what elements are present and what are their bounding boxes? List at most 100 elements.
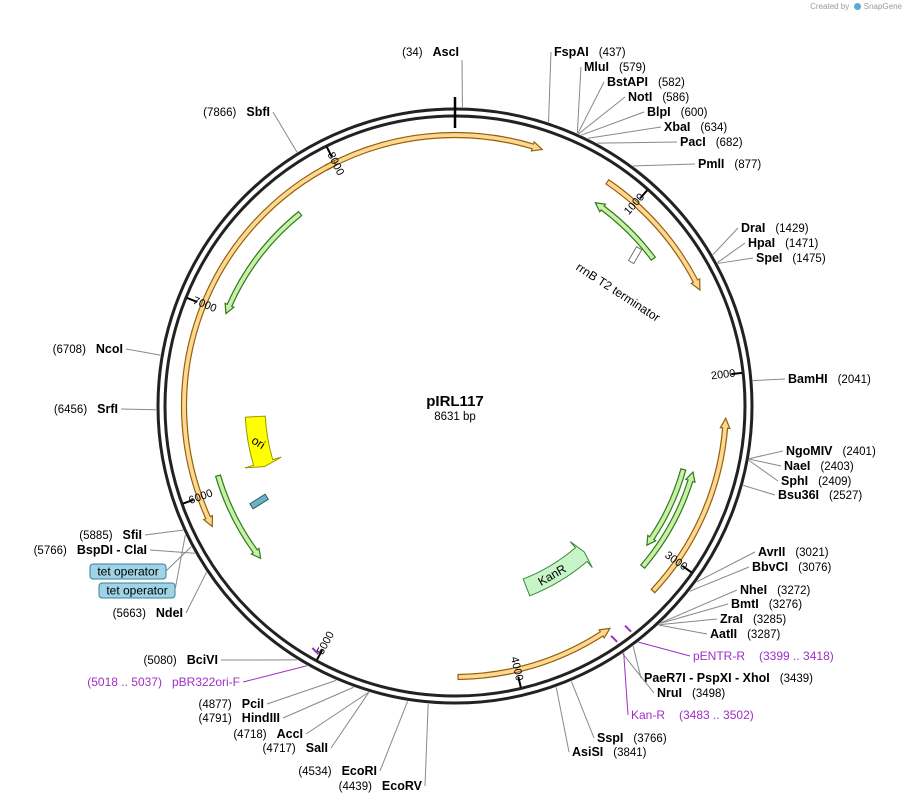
site-label: BstAPI (607, 75, 648, 89)
site-leader-line (581, 111, 645, 136)
site-label: BciVI (187, 653, 218, 667)
site-label: BspDI - ClaI (77, 543, 147, 557)
site-position: (5766) (34, 545, 67, 557)
site-position: (682) (716, 137, 743, 149)
primer-mark (610, 635, 618, 643)
site-label: EcoRV (382, 779, 423, 793)
primer-leader-line (623, 652, 629, 716)
site-leader-line (185, 572, 207, 614)
site-position: (3766) (633, 733, 666, 745)
site-leader-line (548, 51, 552, 123)
orf-arrow (324, 131, 544, 171)
site-label: MluI (584, 60, 609, 74)
site-label: ZraI (720, 612, 743, 626)
site-label: AvrII (758, 545, 785, 559)
site-label: BlpI (647, 105, 671, 119)
green-orf-arrow (646, 468, 687, 547)
site-label: PmlI (698, 157, 724, 171)
plasmid-length: 8631 bp (434, 411, 476, 423)
green-orf-arrow (639, 470, 696, 570)
tet-operator-label: tet operator (106, 584, 167, 598)
site-label: NotI (628, 90, 652, 104)
site-label: NgoMIV (786, 444, 833, 458)
primer-mark (624, 624, 632, 633)
site-position: (1475) (792, 253, 825, 265)
tet-operator-mark (249, 493, 269, 510)
snapgene-logo-icon (853, 3, 861, 10)
site-leader-line (120, 408, 157, 411)
site-leader-line (658, 618, 718, 626)
site-label: NruI (657, 686, 682, 700)
site-label: NcoI (96, 342, 123, 356)
site-leader-line (696, 551, 756, 583)
site-position: (3272) (777, 585, 810, 597)
site-leader-line (578, 96, 626, 135)
site-position: (3498) (692, 688, 725, 700)
primer-range: (3399 .. 3418) (759, 649, 834, 663)
operator-leader-line (165, 546, 192, 572)
primer-label: pENTR-R (693, 649, 745, 663)
tet-operator-badge (89, 563, 167, 580)
site-leader-line (424, 703, 429, 787)
site-position: (4717) (263, 743, 296, 755)
site-position: (586) (662, 92, 689, 104)
site-label: AsiSI (572, 745, 603, 759)
tick-mark (315, 649, 324, 661)
orf-arrow (605, 178, 701, 292)
watermark: Created by SnapGene (810, 2, 902, 11)
primer-leader-line (242, 665, 308, 683)
tick-mark (325, 146, 333, 158)
tick-mark (182, 498, 194, 505)
tick-label: 4000 (508, 656, 525, 683)
site-leader-line (125, 348, 161, 356)
site-leader-line (576, 66, 582, 134)
site-position: (3021) (795, 547, 828, 559)
site-leader-line (577, 81, 605, 134)
site-label: Bsu36I (778, 488, 819, 502)
site-position: (2409) (818, 476, 851, 488)
site-label: SalI (306, 741, 328, 755)
site-position: (877) (734, 159, 761, 171)
site-label: XbaI (664, 120, 690, 134)
site-label: HindIII (242, 711, 280, 725)
site-leader-line (660, 603, 729, 624)
site-position: (3285) (753, 614, 786, 626)
site-leader-line (330, 692, 370, 749)
site-label: BmtI (731, 597, 759, 611)
site-leader-line (266, 679, 337, 705)
site-position: (2401) (843, 446, 876, 458)
primer-mark (311, 647, 320, 655)
site-leader-line (597, 141, 678, 144)
plasmid-name: pIRL117 (426, 393, 484, 410)
site-position: (4791) (199, 713, 232, 725)
site-position: (634) (700, 122, 727, 134)
site-label: SphI (781, 474, 808, 488)
site-leader-line (743, 484, 776, 496)
site-layer: AscI(34)FspAI(437)MluI(579)BstAPI(582)No… (34, 45, 876, 793)
watermark-brand: SnapGene (863, 2, 902, 11)
site-position: (7866) (203, 107, 236, 119)
site-position: (2041) (838, 374, 871, 386)
site-position: (1429) (775, 223, 808, 235)
site-leader-line (272, 111, 298, 153)
site-position: (437) (599, 47, 626, 59)
site-leader-line (717, 242, 746, 264)
site-position: (582) (658, 77, 685, 89)
site-leader-line (282, 686, 354, 719)
site-leader-line (570, 681, 595, 739)
tick-mark (681, 565, 692, 574)
tet-operator-label: tet operator (97, 565, 158, 579)
site-position: (579) (619, 62, 646, 74)
site-leader-line (712, 227, 739, 256)
tick-label: 7000 (191, 295, 218, 315)
site-label: AscI (433, 45, 459, 59)
orf-arrow (180, 160, 337, 528)
site-label: PaeR7I - PspXI - XhoI (644, 671, 770, 685)
site-leader-line (748, 459, 779, 482)
tick-mark (639, 189, 649, 200)
site-label: SbfI (246, 105, 270, 119)
site-leader-line (689, 566, 750, 592)
site-position: (600) (681, 107, 708, 119)
primer-range: (5018 .. 5037) (87, 675, 162, 689)
